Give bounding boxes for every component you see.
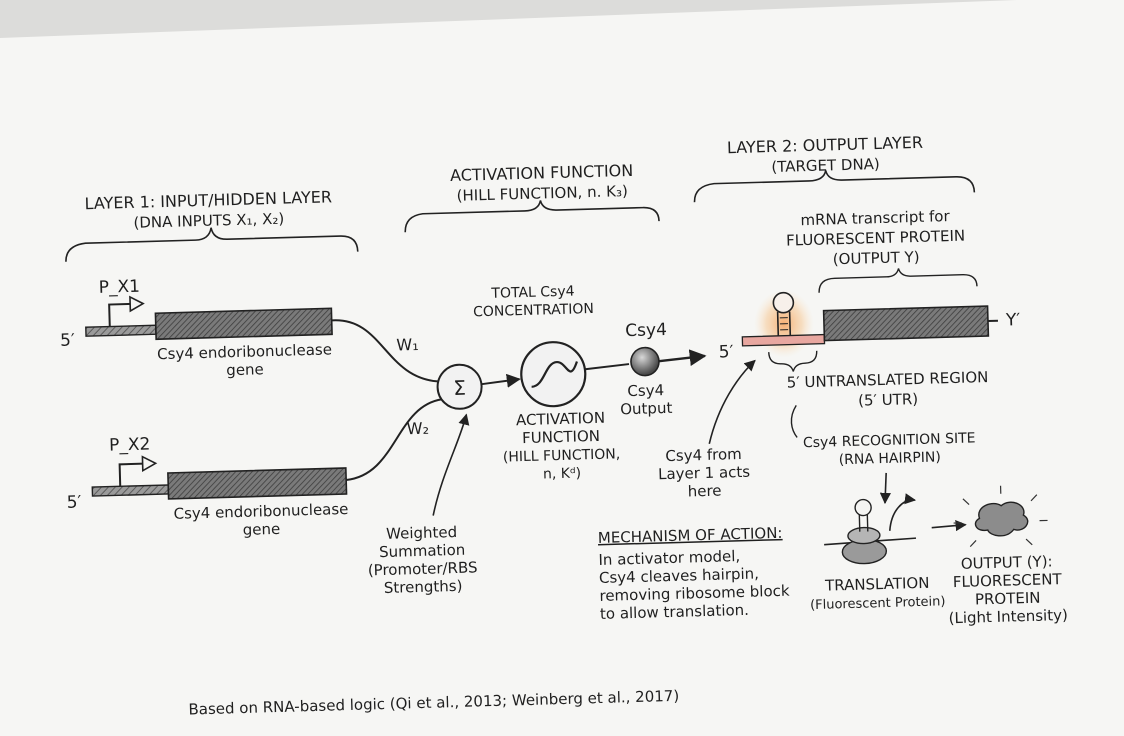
mechanism-line4: to allow translation. — [600, 601, 749, 623]
gene1-label-line1: Csy4 endoribonuclease — [157, 340, 332, 363]
promoter-1-label: P_X1 — [98, 277, 140, 298]
translation-hairpin-stem — [858, 513, 869, 532]
mrna-label-line2: FLUORESCENT PROTEIN — [786, 227, 966, 250]
layer1-brace — [65, 227, 359, 262]
layer2-subtitle: (TARGET DNA) — [771, 155, 880, 176]
promoter-2-label: P_X2 — [109, 434, 151, 455]
utr-brace — [768, 350, 818, 372]
mechanism-line2: Csy4 cleaves hairpin, — [599, 565, 759, 587]
w1-connector — [331, 319, 438, 383]
activation-to-csy4-line — [585, 363, 630, 371]
promoter-1-arrowhead-icon — [129, 295, 145, 313]
total-csy4-line2: CONCENTRATION — [473, 301, 594, 320]
output-line4: (Light Intensity) — [948, 606, 1068, 627]
w2-connector — [346, 398, 443, 481]
translation-curl-arrow — [888, 493, 917, 531]
recognition-down-arrow — [879, 472, 891, 505]
utr-label-line1: 5′ UNTRANSLATED REGION — [787, 368, 989, 392]
weighted-line1: Weighted — [386, 523, 457, 543]
output-line3: PROTEIN — [975, 589, 1041, 609]
activation-node — [520, 341, 587, 408]
csy4-output-line2: Output — [620, 399, 673, 418]
to-output-arrow — [931, 520, 967, 532]
sigmoid-curve-icon — [531, 360, 578, 388]
csy4-label: Csy4 — [625, 320, 667, 341]
promoter-2-arrow — [118, 462, 148, 487]
activation-label-line2: FUNCTION — [522, 427, 600, 447]
weight-w2: W₂ — [406, 419, 429, 439]
translation-hairpin-loop-icon — [854, 498, 872, 517]
weighted-summation-arrow — [432, 413, 470, 516]
weighted-line4: Strengths) — [384, 577, 463, 597]
mrna-label-line1: mRNA transcript for — [800, 207, 951, 229]
ribosome-small-subunit — [847, 526, 881, 545]
recognition-line2: (RNA HAIRPIN) — [838, 449, 941, 468]
csy4-from-line3: here — [687, 482, 721, 501]
weight-w1: W₁ — [396, 335, 419, 355]
sigma-symbol: Σ — [453, 376, 466, 400]
total-csy4-line1: TOTAL Csy4 — [490, 284, 575, 302]
translation-sublabel: (Fluorescent Protein) — [810, 594, 946, 613]
activation-header-subtitle: (HILL FUNCTION, n. K₃) — [456, 182, 628, 205]
utr-label-line2: (5′ UTR) — [858, 390, 918, 410]
gene1-csy4-gene — [154, 307, 333, 341]
activation-brace — [404, 200, 660, 233]
weighted-line3: (Promoter/RBS — [368, 558, 478, 579]
csy4-output-line1: Csy4 — [627, 381, 664, 400]
recognition-pointer — [790, 405, 798, 438]
hairpin-stem — [776, 311, 792, 336]
hairpin-rungs — [779, 317, 789, 331]
gene2-label-line1: Csy4 endoribonuclease — [173, 500, 348, 523]
activation-label-line4: n, Kᵈ) — [543, 465, 582, 482]
activation-label-line1: ACTIVATION — [516, 409, 606, 429]
utr-strand — [741, 333, 826, 347]
csy4-acts-here-arrow — [708, 359, 756, 445]
gene2-label-line2: gene — [243, 520, 281, 539]
promoter-1-arrow — [108, 302, 136, 327]
mechanism-line1: In activator model, — [598, 547, 740, 569]
gene2-csy4-gene — [167, 467, 348, 500]
target-five-prime: 5′ — [718, 342, 733, 362]
translation-label: TRANSLATION — [824, 574, 930, 595]
gene2-five-prime: 5′ — [66, 492, 81, 512]
csy4-from-line1: Csy4 from — [665, 445, 742, 465]
gene1-label-line2: gene — [226, 360, 264, 379]
mechanism-line3: removing ribosome block — [599, 582, 790, 605]
weighted-line2: Summation — [379, 541, 466, 561]
gene1-dna-strand — [85, 324, 157, 337]
summation-node — [436, 363, 483, 410]
promoter-2-arrowhead-icon — [141, 455, 158, 473]
recognition-line1: Csy4 RECOGNITION SITE — [803, 430, 976, 451]
gene1-five-prime: 5′ — [60, 331, 75, 351]
layer1-subtitle: (DNA INPUTS X₁, X₂) — [133, 210, 284, 232]
sum-to-activation-arrow — [481, 373, 521, 388]
csy4-protein-icon — [630, 346, 660, 377]
activation-label-line3: (HILL FUNCTION, — [503, 446, 621, 465]
gene2-dna-strand — [91, 484, 170, 497]
output-line2: FLUORESCENT — [953, 570, 1063, 591]
fluorescent-protein-icon — [953, 485, 1048, 548]
layer2-brace — [693, 170, 976, 203]
y-prime-label: Y′ — [1005, 310, 1021, 330]
csy4-from-line2: Layer 1 acts — [658, 463, 751, 484]
hairpin-loop-icon — [772, 291, 795, 314]
fluorescent-protein-cds — [822, 305, 990, 342]
output-line1: OUTPUT (Y): — [961, 552, 1053, 573]
mechanism-heading: MECHANISM OF ACTION: — [598, 524, 783, 547]
csy4-to-target-arrow — [658, 349, 707, 367]
mrna-label-line3: (OUTPUT Y) — [833, 248, 920, 268]
mrna-brace — [818, 268, 978, 293]
